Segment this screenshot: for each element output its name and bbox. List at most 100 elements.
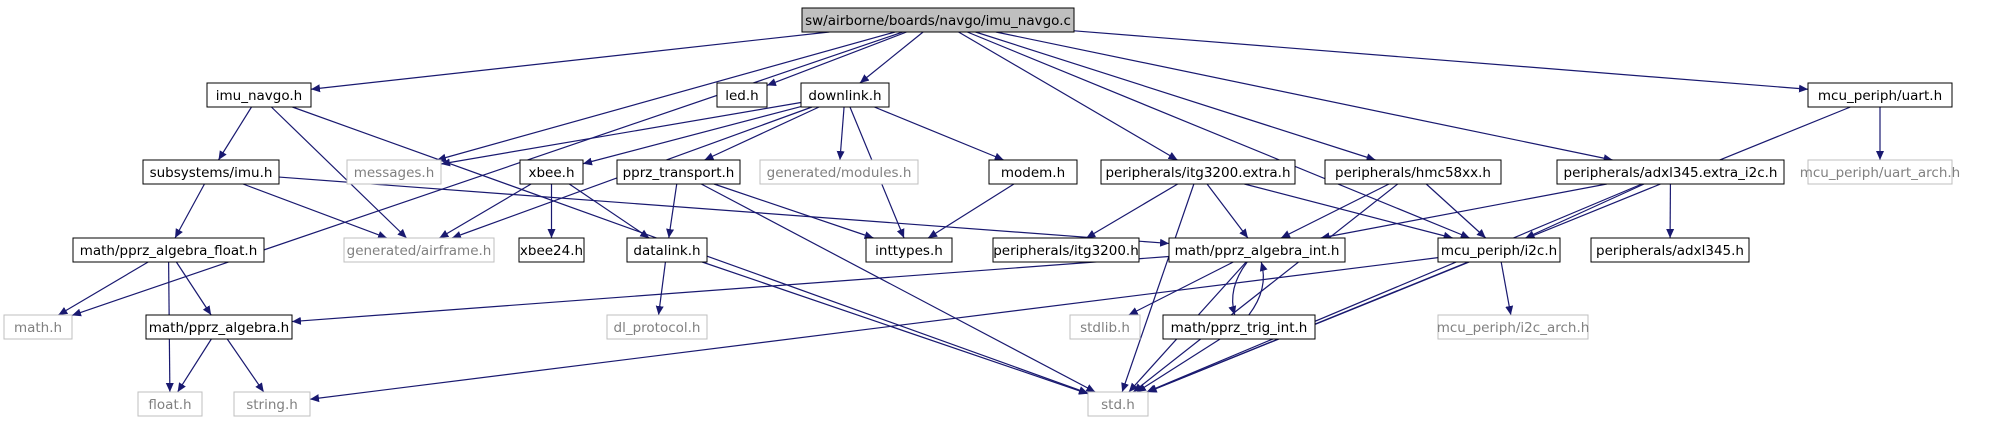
node-subsystems-imu-h[interactable]: subsystems/imu.h: [142, 159, 280, 185]
edge-downlink_h-to-pprz_transport_h: [704, 106, 820, 161]
node-label: peripherals/itg3200.extra.h: [1105, 165, 1290, 181]
edge-downlink_h-to-xbee_h: [582, 105, 802, 166]
edge-pprz_algebra_int_h-to-pprz_trig_int_h: [1228, 261, 1248, 316]
edge-pprz_transport_h-to-std_h: [700, 183, 1096, 393]
node-downlink-h[interactable]: downlink.h: [800, 82, 890, 108]
node-imu-navgo-h[interactable]: imu_navgo.h: [206, 82, 312, 108]
node-box: [801, 7, 1075, 33]
edge-itg3200_extra_h-to-pprz_algebra_int_h: [1206, 183, 1249, 239]
edge-pprz_algebra_float_h-to-math_h: [58, 261, 149, 316]
edge-pprz_trig_int_h-to-std_h: [1136, 338, 1221, 393]
edge-datalink_h-to-dl_protocol_h: [655, 261, 667, 316]
node-hmc58xx-h[interactable]: peripherals/hmc58xx.h: [1324, 159, 1502, 185]
node-label: messages.h: [354, 165, 435, 181]
node-adxl345-h[interactable]: peripherals/adxl345.h: [1590, 237, 1750, 263]
node-label: datalink.h: [633, 243, 700, 259]
node-label: imu_navgo.h: [216, 88, 302, 104]
edge-subsystems_imu_h-to-generated_airframe_h: [242, 183, 388, 239]
edge-modem_h-to-inttypes_h: [927, 183, 1015, 239]
node-label: mcu_periph/uart_arch.h: [1800, 165, 1961, 181]
node-label: string.h: [246, 397, 298, 413]
node-i2c-arch-h: mcu_periph/i2c_arch.h: [1437, 314, 1589, 340]
node-xbee-h[interactable]: xbee.h: [519, 159, 584, 185]
node-box: [1162, 314, 1316, 340]
edge-adxl345_extra_i2c_h-to-i2c_h: [1525, 183, 1645, 239]
node-box: [865, 237, 953, 263]
node-uart-arch-h: mcu_periph/uart_arch.h: [1800, 159, 1961, 185]
node-box: [1437, 314, 1589, 340]
node-label: mcu_periph/uart.h: [1818, 88, 1942, 104]
node-label: peripherals/adxl345.h: [1596, 243, 1744, 259]
edge-root-to-math_h: [71, 31, 904, 317]
node-datalink-h[interactable]: datalink.h: [626, 237, 708, 263]
edge-pprz_trig_int_h-to-pprz_algebra_int_h: [1248, 261, 1268, 316]
node-itg3200-extra-h[interactable]: peripherals/itg3200.extra.h: [1100, 159, 1296, 185]
node-i2c-h[interactable]: mcu_periph/i2c.h: [1437, 237, 1561, 263]
node-box: [137, 391, 203, 417]
node-messages-h: messages.h: [346, 159, 442, 185]
node-box: [1556, 159, 1785, 185]
edge-xbee_h-to-datalink_h: [568, 183, 650, 239]
edge-pprz_transport_h-to-datalink_h: [666, 183, 678, 239]
node-led-h[interactable]: led.h: [716, 82, 768, 108]
node-label: peripherals/hmc58xx.h: [1335, 165, 1491, 181]
edge-hmc58xx_h-to-pprz_algebra_int_h: [1280, 183, 1390, 239]
edge-downlink_h-to-generated_modules_h: [836, 106, 845, 161]
edge-imu_navgo_h-to-generated_airframe_h: [270, 106, 408, 239]
node-xbee24-h[interactable]: xbee24.h: [518, 237, 585, 263]
node-label: xbee.h: [528, 165, 574, 181]
node-box: [1100, 159, 1296, 185]
node-label: inttypes.h: [875, 243, 943, 259]
node-box: [343, 237, 495, 263]
node-box: [1807, 82, 1953, 108]
node-label: sw/airborne/boards/navgo/imu_navgo.c: [805, 13, 1071, 29]
node-box: [1069, 314, 1141, 340]
node-dl-protocol-h: dl_protocol.h: [606, 314, 708, 340]
edge-hmc58xx_h-to-i2c_h: [1425, 183, 1487, 239]
node-adxl345-extra-i2c-h[interactable]: peripherals/adxl345.extra_i2c.h: [1556, 159, 1785, 185]
node-pprz-algebra-h[interactable]: math/pprz_algebra.h: [145, 314, 293, 340]
edge-pprz_transport_h-to-inttypes_h: [713, 183, 874, 239]
edge-hmc58xx_h-to-std_h: [1132, 183, 1399, 393]
node-pprz-algebra-float-h[interactable]: math/pprz_algebra_float.h: [72, 237, 265, 263]
node-label: modem.h: [1001, 165, 1065, 181]
node-box: [606, 314, 708, 340]
edge-root-to-messages_h: [436, 31, 896, 162]
node-pprz-trig-int-h[interactable]: math/pprz_trig_int.h: [1162, 314, 1316, 340]
edge-datalink_h-to-std_h: [701, 261, 1089, 395]
edge-xbee_h-to-generated_airframe_h: [439, 183, 532, 239]
node-modem-h[interactable]: modem.h: [988, 159, 1078, 185]
edge-pprz_algebra_h-to-string_h: [226, 338, 265, 393]
node-pprz-transport-h[interactable]: pprz_transport.h: [616, 159, 741, 185]
node-root[interactable]: sw/airborne/boards/navgo/imu_navgo.c: [801, 7, 1075, 33]
node-label: xbee24.h: [520, 243, 583, 259]
edge-pprz_algebra_int_h-to-stdlib_h: [1128, 261, 1234, 316]
node-label: peripherals/adxl345.extra_i2c.h: [1564, 165, 1778, 181]
node-box: [142, 159, 280, 185]
node-inttypes-h[interactable]: inttypes.h: [865, 237, 953, 263]
edge-subsystems_imu_h-to-pprz_algebra_float_h: [174, 183, 205, 239]
node-box: [519, 159, 584, 185]
edge-adxl345_extra_i2c_h-to-pprz_algebra_int_h: [1320, 183, 1607, 241]
node-pprz-algebra-int-h[interactable]: math/pprz_algebra_int.h: [1168, 237, 1346, 263]
node-label: math/pprz_algebra_float.h: [80, 243, 258, 259]
edge-subsystems_imu_h-to-pprz_algebra_int_h: [278, 176, 1170, 247]
edge-root-to-led_h: [766, 31, 907, 86]
edge-pprz_algebra_int_h-to-pprz_algebra_h: [291, 255, 1170, 325]
node-box: [616, 159, 741, 185]
node-layer: sw/airborne/boards/navgo/imu_navgo.c imu_…: [3, 7, 1961, 417]
edge-root-to-imu_navgo_h: [310, 31, 830, 93]
node-box: [716, 82, 768, 108]
node-itg3200-h[interactable]: peripherals/itg3200.h: [992, 237, 1140, 263]
node-box: [206, 82, 312, 108]
node-label: std.h: [1101, 397, 1135, 413]
edge-root-to-uart_h: [1073, 30, 1809, 93]
node-uart-h[interactable]: mcu_periph/uart.h: [1807, 82, 1953, 108]
node-box: [626, 237, 708, 263]
node-string-h: string.h: [233, 391, 311, 417]
edge-i2c_h-to-string_h: [309, 257, 1439, 403]
node-std-h: std.h: [1087, 391, 1149, 417]
node-box: [1168, 237, 1346, 263]
node-box: [1324, 159, 1502, 185]
